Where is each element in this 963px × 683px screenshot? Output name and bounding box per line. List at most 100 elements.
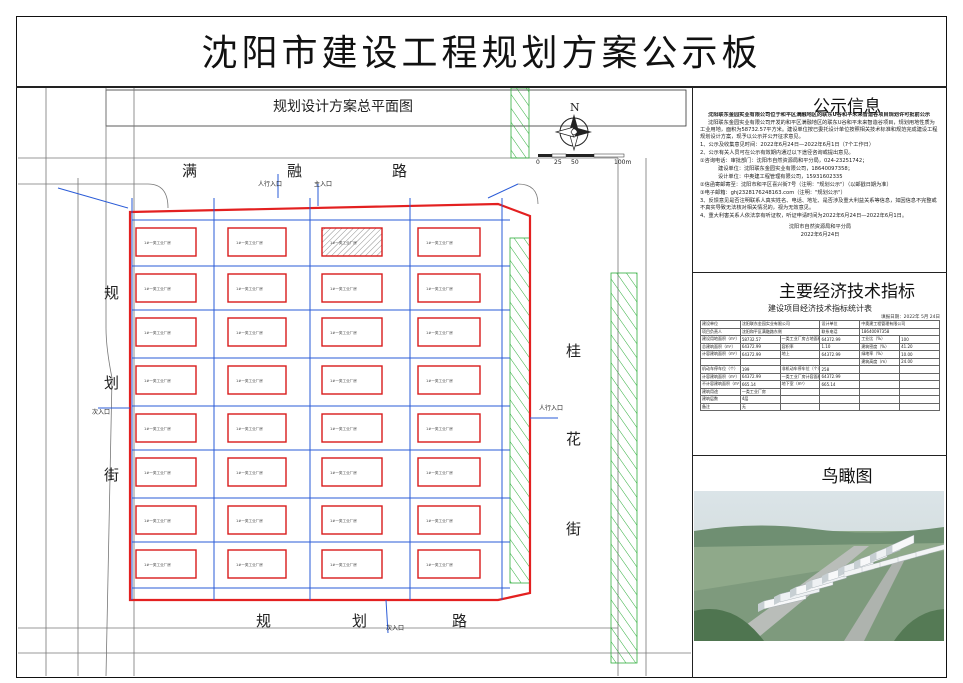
factory-building: 1#一类工业厂房 xyxy=(135,273,197,303)
table-cell: 665.14 xyxy=(739,380,781,389)
factory-building: 1#一类工业厂房 xyxy=(417,549,481,579)
notice-item: ③电子邮箱：ghj2328176248163.com（注明："规划公示"） xyxy=(700,190,846,196)
factory-building: 1#一类工业厂房 xyxy=(417,413,481,443)
factory-building: 1#一类工业厂房 xyxy=(417,317,481,347)
factory-building: 1#一类工业厂房 xyxy=(227,549,287,579)
table-cell: 一类工业厂房占地面积（m²） xyxy=(779,335,821,344)
table-cell xyxy=(700,357,741,366)
aerial-heading: 鸟瞰图 xyxy=(821,467,873,487)
notice-item: ②信函寄邮寄至：沈阳市和平区喜兴街7号（注明："规划公示"）（以邮戳日期为准） xyxy=(700,182,892,188)
tech-table-date: 填报日期：2022年 5月 24日 xyxy=(881,315,940,320)
svg-text:1#一类工业厂房: 1#一类工业厂房 xyxy=(426,286,453,291)
green-strip-east xyxy=(509,237,531,584)
plan-heading: 规划设计方案总平面图 xyxy=(273,99,413,115)
pedestrian-entrance-east: 人行入口 xyxy=(539,404,563,412)
notice-item: 建设单位：沈阳联东金园实业有限公司，18640097358； xyxy=(718,166,853,172)
table-cell xyxy=(859,387,901,396)
table-cell: 建筑层数 xyxy=(700,395,741,404)
table-cell: 建筑密度（%） xyxy=(859,342,901,351)
table-cell: 计容建筑面积（m²） xyxy=(700,350,741,359)
secondary-entrance-south: 次入口 xyxy=(386,624,404,632)
table-cell xyxy=(739,357,781,366)
table-row: 建设单位沈阳联东金园实业有限公司设计单位中奥建工程管理有限公司 xyxy=(700,320,940,329)
notice-heading: 公示信息 xyxy=(813,97,881,117)
road-east-char-1: 桂 xyxy=(566,342,582,360)
table-cell xyxy=(899,365,940,374)
svg-text:1#一类工业厂房: 1#一类工业厂房 xyxy=(426,562,453,567)
table-cell: 258 xyxy=(819,365,861,374)
aerial-view-image xyxy=(694,491,944,641)
notice-body: 沈阳联东金园实业有限公司位于和平区满融地区的联东U谷和平未来智造谷项目规划许可批… xyxy=(700,112,940,280)
table-cell xyxy=(859,365,901,374)
svg-text:1#一类工业厂房: 1#一类工业厂房 xyxy=(144,330,171,335)
table-cell xyxy=(819,357,861,366)
factory-building: 1#一类工业厂房 xyxy=(321,549,383,579)
road-south-char-3: 路 xyxy=(452,612,468,630)
factory-building: 1#一类工业厂房 xyxy=(417,457,481,487)
factory-building: 1#一类工业厂房 xyxy=(227,273,287,303)
notice-item: 2、公示有关人员可在公示有效期内通过以下途径咨询或提出意见。 xyxy=(700,150,854,156)
scale-label-25: 25 xyxy=(554,159,562,166)
table-cell: 24.00 xyxy=(899,357,940,366)
table-cell: 联系电话 xyxy=(819,327,861,336)
factory-building: 1#一类工业厂房 xyxy=(227,227,287,257)
table-cell: 绿地率（%） xyxy=(859,350,901,359)
table-row: 建筑用途一类工业厂房 xyxy=(700,387,940,396)
table-cell: 665.14 xyxy=(819,380,861,389)
svg-text:1#一类工业厂房: 1#一类工业厂房 xyxy=(144,378,171,383)
factory-building: 1#一类工业厂房 xyxy=(417,227,481,257)
tech-heading: 主要经济技术指标 xyxy=(779,282,915,302)
factory-building: 1#一类工业厂房 xyxy=(135,317,197,347)
table-cell xyxy=(859,395,901,404)
factory-building: 1#一类工业厂房 xyxy=(227,317,287,347)
road-north-char-2: 融 xyxy=(287,162,303,180)
factory-building: 1#一类工业厂房 xyxy=(227,457,287,487)
notice-item: 4、重大利害关系人依法享有听证权，听证申请时间为2022年6月24日—2022年… xyxy=(700,213,908,219)
svg-text:1#一类工业厂房: 1#一类工业厂房 xyxy=(144,286,171,291)
secondary-entrance-west: 次入口 xyxy=(92,408,110,416)
svg-text:1#一类工业厂房: 1#一类工业厂房 xyxy=(330,518,357,523)
road-north-char-3: 路 xyxy=(392,162,408,180)
table-cell xyxy=(779,395,821,404)
notice-intro: 沈阳联东金园实业有限公司位于和平区满融地区的联东U谷和平未来智造谷项目规划许可批… xyxy=(708,112,931,118)
divider xyxy=(692,455,947,456)
table-cell: 64372.99 xyxy=(819,335,861,344)
table-cell: 非机动车停车位（个） xyxy=(779,365,821,374)
svg-text:1#一类工业厂房: 1#一类工业厂房 xyxy=(144,426,171,431)
table-cell xyxy=(859,372,901,381)
svg-text:1#一类工业厂房: 1#一类工业厂房 xyxy=(236,286,263,291)
table-cell: 设计单位 xyxy=(819,320,861,329)
road-west-char-3: 街 xyxy=(104,466,120,484)
notice-signature-org: 沈阳市自然资源局和平分局 xyxy=(788,224,852,230)
table-cell xyxy=(779,387,821,396)
factory-building: 1#一类工业厂房 xyxy=(227,365,287,395)
table-cell xyxy=(819,402,861,411)
factory-building: 1#一类工业厂房 xyxy=(417,273,481,303)
svg-text:1#一类工业厂房: 1#一类工业厂房 xyxy=(144,562,171,567)
factory-building: 1#一类工业厂房 xyxy=(417,365,481,395)
factory-building: 1#一类工业厂房 xyxy=(321,505,383,535)
svg-text:1#一类工业厂房: 1#一类工业厂房 xyxy=(426,426,453,431)
table-cell xyxy=(779,402,821,411)
road-south-char-2: 划 xyxy=(352,612,368,630)
pedestrian-entrance-north: 人行入口 xyxy=(258,180,282,188)
table-cell: 总建筑面积（m²） xyxy=(700,342,741,351)
green-strip-far-east xyxy=(610,272,638,664)
table-cell: 建筑用途 xyxy=(700,387,741,396)
factory-building: 1#一类工业厂房 xyxy=(321,365,383,395)
road-east-char-2: 花 xyxy=(566,430,582,448)
table-cell: 100 xyxy=(899,335,940,344)
notice-item: 设计单位：中奥建工程管理有限公司，15931602335 xyxy=(718,174,843,180)
site-boundary xyxy=(128,202,532,602)
table-cell: 64372.99 xyxy=(739,350,781,359)
page-title: 沈阳市建设工程规划方案公示板 xyxy=(201,33,762,74)
svg-text:1#一类工业厂房: 1#一类工业厂房 xyxy=(144,518,171,523)
svg-text:1#一类工业厂房: 1#一类工业厂房 xyxy=(330,286,357,291)
table-cell: 4层 xyxy=(739,395,781,404)
table-cell: 项目负责人 xyxy=(700,327,741,336)
svg-text:1#一类工业厂房: 1#一类工业厂房 xyxy=(144,240,171,245)
svg-text:1#一类工业厂房: 1#一类工业厂房 xyxy=(330,426,357,431)
table-cell xyxy=(819,395,861,404)
